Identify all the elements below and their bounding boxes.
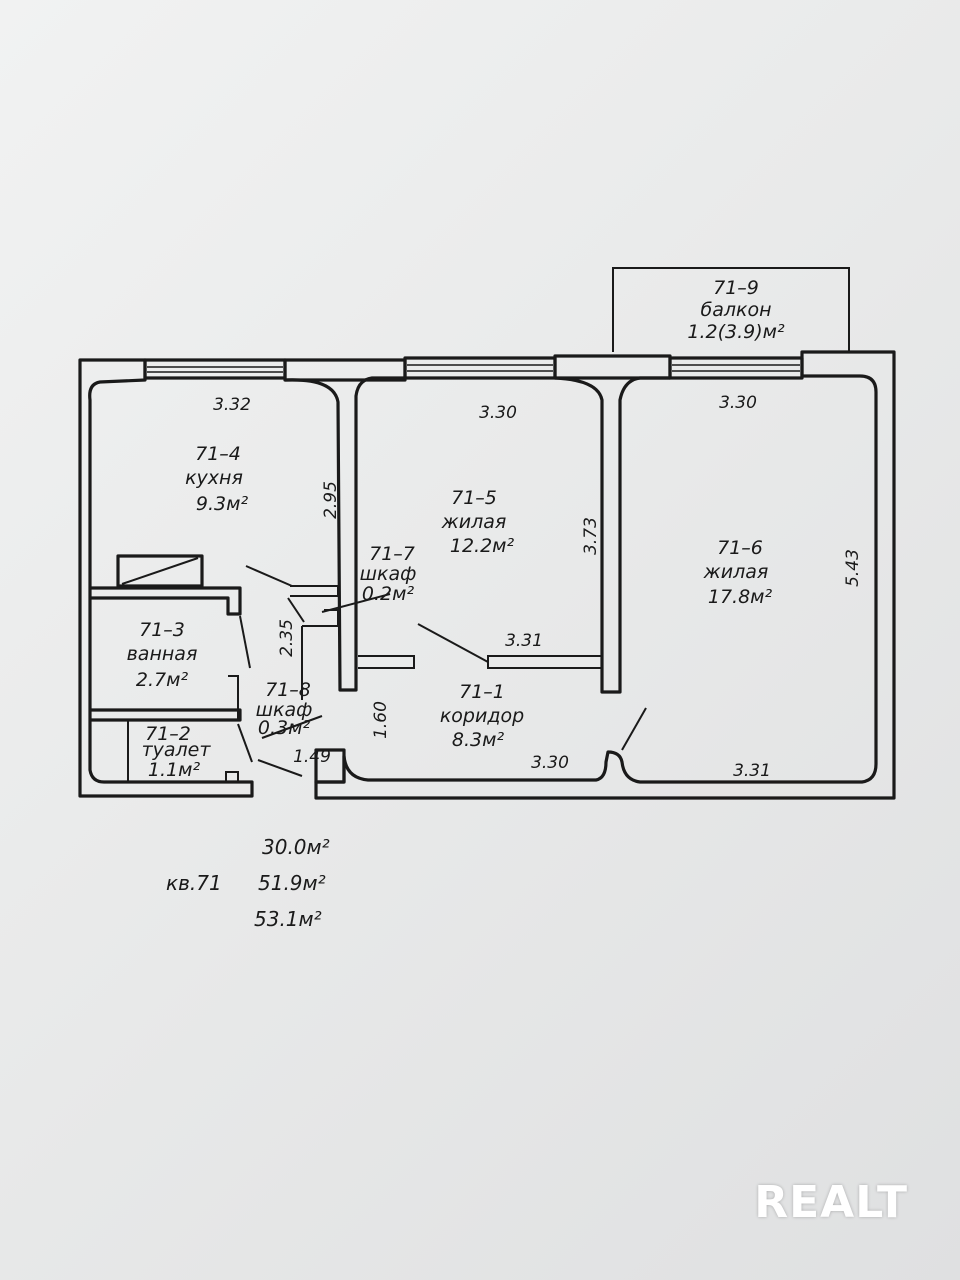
living5-name: жилая	[441, 511, 507, 533]
balcony-outline	[612, 267, 850, 352]
interior-walls	[90, 376, 670, 784]
balcony-name: балкон	[700, 299, 771, 321]
dim-living6-side: 5.43	[843, 549, 863, 587]
closet8-area: 0.3м²	[258, 717, 311, 739]
toilet-name: туалет	[142, 739, 212, 761]
living-area-total: 30.0м²	[262, 835, 330, 859]
toilet-area: 1.1м²	[148, 759, 201, 781]
living6-id: 71–6	[717, 537, 763, 559]
living5-id: 71–5	[451, 487, 497, 509]
dim-living5-top: 3.30	[479, 403, 517, 423]
total-area: 51.9м²	[258, 871, 326, 895]
dim-bath-side: 2.35	[277, 619, 297, 657]
bathroom-area: 2.7м²	[136, 669, 189, 691]
living6-area: 17.8м²	[708, 586, 773, 608]
balcony-id: 71–9	[713, 277, 759, 299]
corridor-name: коридор	[440, 705, 524, 727]
total-with-balcony: 53.1м²	[254, 907, 322, 931]
toilet-id: 71–2	[145, 723, 191, 745]
closet7-area: 0.2м²	[362, 583, 415, 605]
apartment-number: кв.71	[166, 871, 222, 895]
corridor-id: 71–1	[459, 681, 505, 703]
dim-living6-bottom: 3.31	[733, 761, 771, 781]
closet7-name: шкаф	[360, 563, 417, 585]
kitchen-id: 71–4	[195, 443, 241, 465]
bathroom-id: 71–3	[139, 619, 185, 641]
dim-corridor-partition: 3.31	[505, 631, 543, 651]
closet8-name: шкаф	[256, 699, 313, 721]
living5-area: 12.2м²	[450, 535, 515, 557]
bathroom-name: ванная	[127, 643, 198, 665]
dim-corridor-side: 1.60	[371, 701, 391, 739]
dim-living6-top: 3.30	[719, 393, 757, 413]
corridor-area: 8.3м²	[452, 729, 505, 751]
dim-kitchen-top: 3.32	[213, 395, 251, 415]
balcony-area: 1.2(3.9)м²	[687, 321, 785, 343]
living6-name: жилая	[703, 561, 769, 583]
kitchen-area: 9.3м²	[196, 493, 249, 515]
realt-watermark: REALT	[754, 1177, 908, 1228]
kitchen-name: кухня	[185, 467, 243, 489]
dim-living5-side: 3.73	[581, 517, 601, 555]
dim-entry: 1.49	[293, 747, 331, 767]
dim-corridor-bottom: 3.30	[531, 753, 569, 773]
closet8-id: 71–8	[265, 679, 311, 701]
closet7-id: 71–7	[369, 543, 415, 565]
door-swings	[237, 565, 647, 777]
dim-kitchen-side: 2.95	[321, 481, 341, 519]
